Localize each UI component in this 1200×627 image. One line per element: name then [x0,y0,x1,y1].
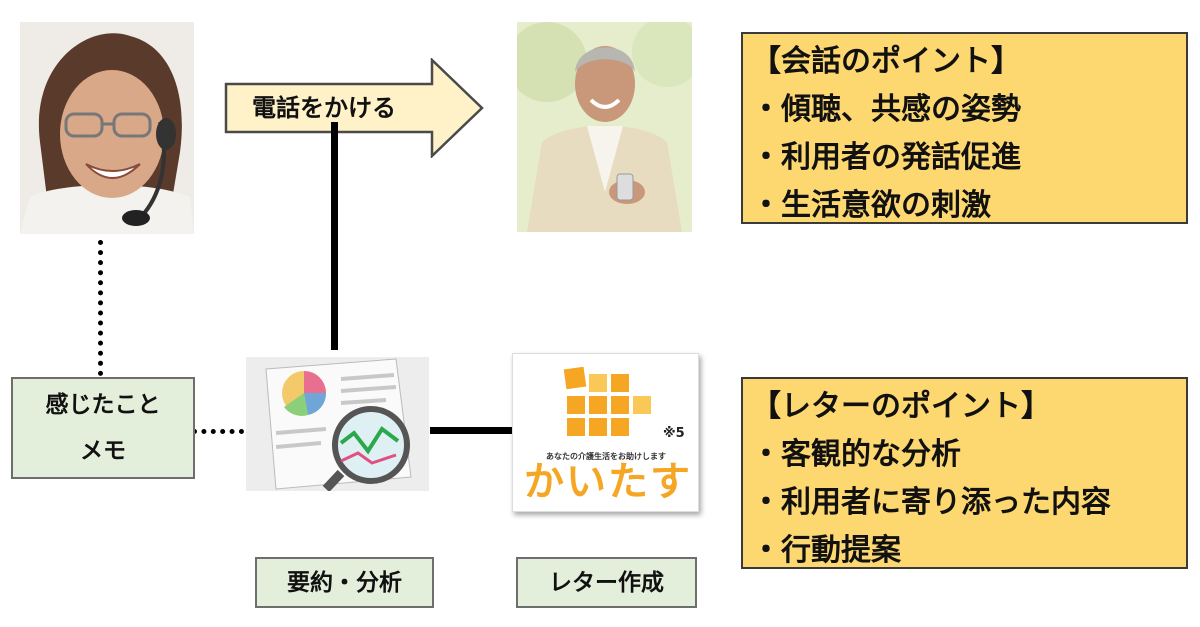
letter-point-item: ・行動提案 [751,533,901,568]
conversation-points-box: 【会話のポイント】 ・傾聴、共感の姿勢 ・利用者の発話促進 ・生活意欲の刺激 [741,32,1188,224]
letter-point-item: ・客観的な分析 [751,437,961,472]
letter-label-text: レター作成 [549,569,664,596]
dotted-connector-vertical [98,240,103,376]
senior-illustration [517,22,692,232]
analysis-report-image [246,357,429,491]
analysis-label-text: 要約・分析 [287,569,402,596]
conversation-point-item: ・生活意欲の刺激 [751,188,991,223]
call-arrow-label: 電話をかける [252,94,396,122]
memo-line-1: 感じたこと [45,392,161,418]
analysis-label: 要約・分析 [255,557,434,608]
call-arrow [224,58,484,158]
letter-label: レター作成 [516,557,697,608]
operator-photo [20,22,194,234]
letter-points-title: 【レターのポイント】 [751,389,1051,424]
memo-line-2: メモ [80,438,126,464]
report-illustration [246,357,429,491]
logo-tagline: あなたの介護生活をお助けします [546,452,666,461]
conversation-point-item: ・傾聴、共感の姿勢 [751,92,1021,127]
letter-point-item: ・利用者に寄り添った内容 [751,485,1111,520]
kaitasu-logo-mark [563,366,651,436]
letter-points-box: 【レターのポイント】 ・客観的な分析 ・利用者に寄り添った内容 ・行動提案 [741,377,1188,569]
logo-name: かいたす [524,459,692,505]
connector-vertical [331,122,338,350]
memo-box: 感じたこと メモ [11,377,195,479]
operator-illustration [20,22,194,234]
senior-man-photo [517,22,692,232]
connector-horizontal [430,427,512,434]
conversation-points-title: 【会話のポイント】 [751,44,1021,79]
conversation-point-item: ・利用者の発話促進 [751,140,1021,175]
logo-footnote: ※5 [663,426,685,441]
kaitasu-logo-card: あなたの介護生活をお助けします かいたす ※5 [512,353,699,512]
dotted-connector-horizontal [192,429,244,434]
